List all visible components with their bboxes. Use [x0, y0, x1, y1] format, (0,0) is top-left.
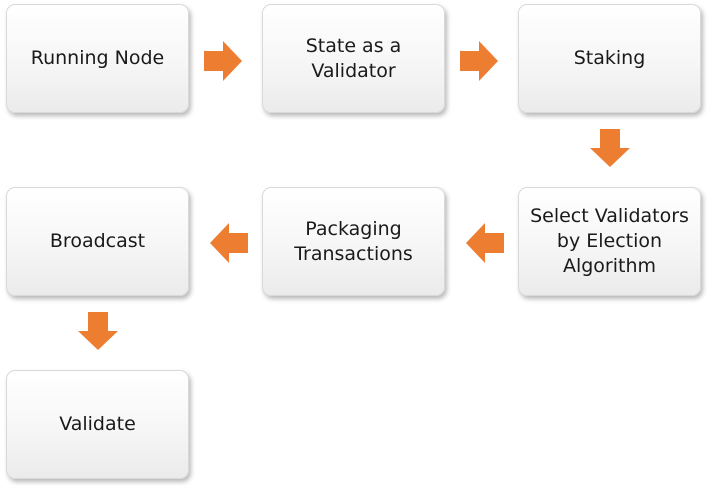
- arrow-left-icon: [210, 223, 248, 263]
- arrow-right-icon: [460, 41, 498, 81]
- arrow-down-icon: [590, 129, 630, 167]
- arrow-left-icon: [466, 223, 504, 263]
- arrow-down-icon: [78, 312, 118, 350]
- step-label-packaging-transactions: Packaging Transactions: [294, 217, 413, 265]
- step-label-validate: Validate: [59, 413, 136, 435]
- step-label-state-as-validator: State as a Validator: [305, 34, 402, 82]
- step-state-as-validator: State as a Validator: [262, 4, 445, 113]
- step-label-broadcast: Broadcast: [49, 230, 146, 252]
- step-label-staking: Staking: [573, 47, 646, 69]
- step-broadcast: Broadcast: [6, 187, 189, 296]
- step-packaging-transactions: Packaging Transactions: [262, 187, 445, 296]
- step-label-select-validators: Select Validators by Election Algorithm: [530, 205, 689, 277]
- step-select-validators: Select Validators by Election Algorithm: [518, 187, 701, 296]
- step-running-node: Running Node: [6, 4, 189, 113]
- step-label-running-node: Running Node: [30, 47, 165, 69]
- step-validate: Validate: [6, 370, 189, 479]
- arrow-right-icon: [204, 41, 242, 81]
- step-staking: Staking: [518, 4, 701, 113]
